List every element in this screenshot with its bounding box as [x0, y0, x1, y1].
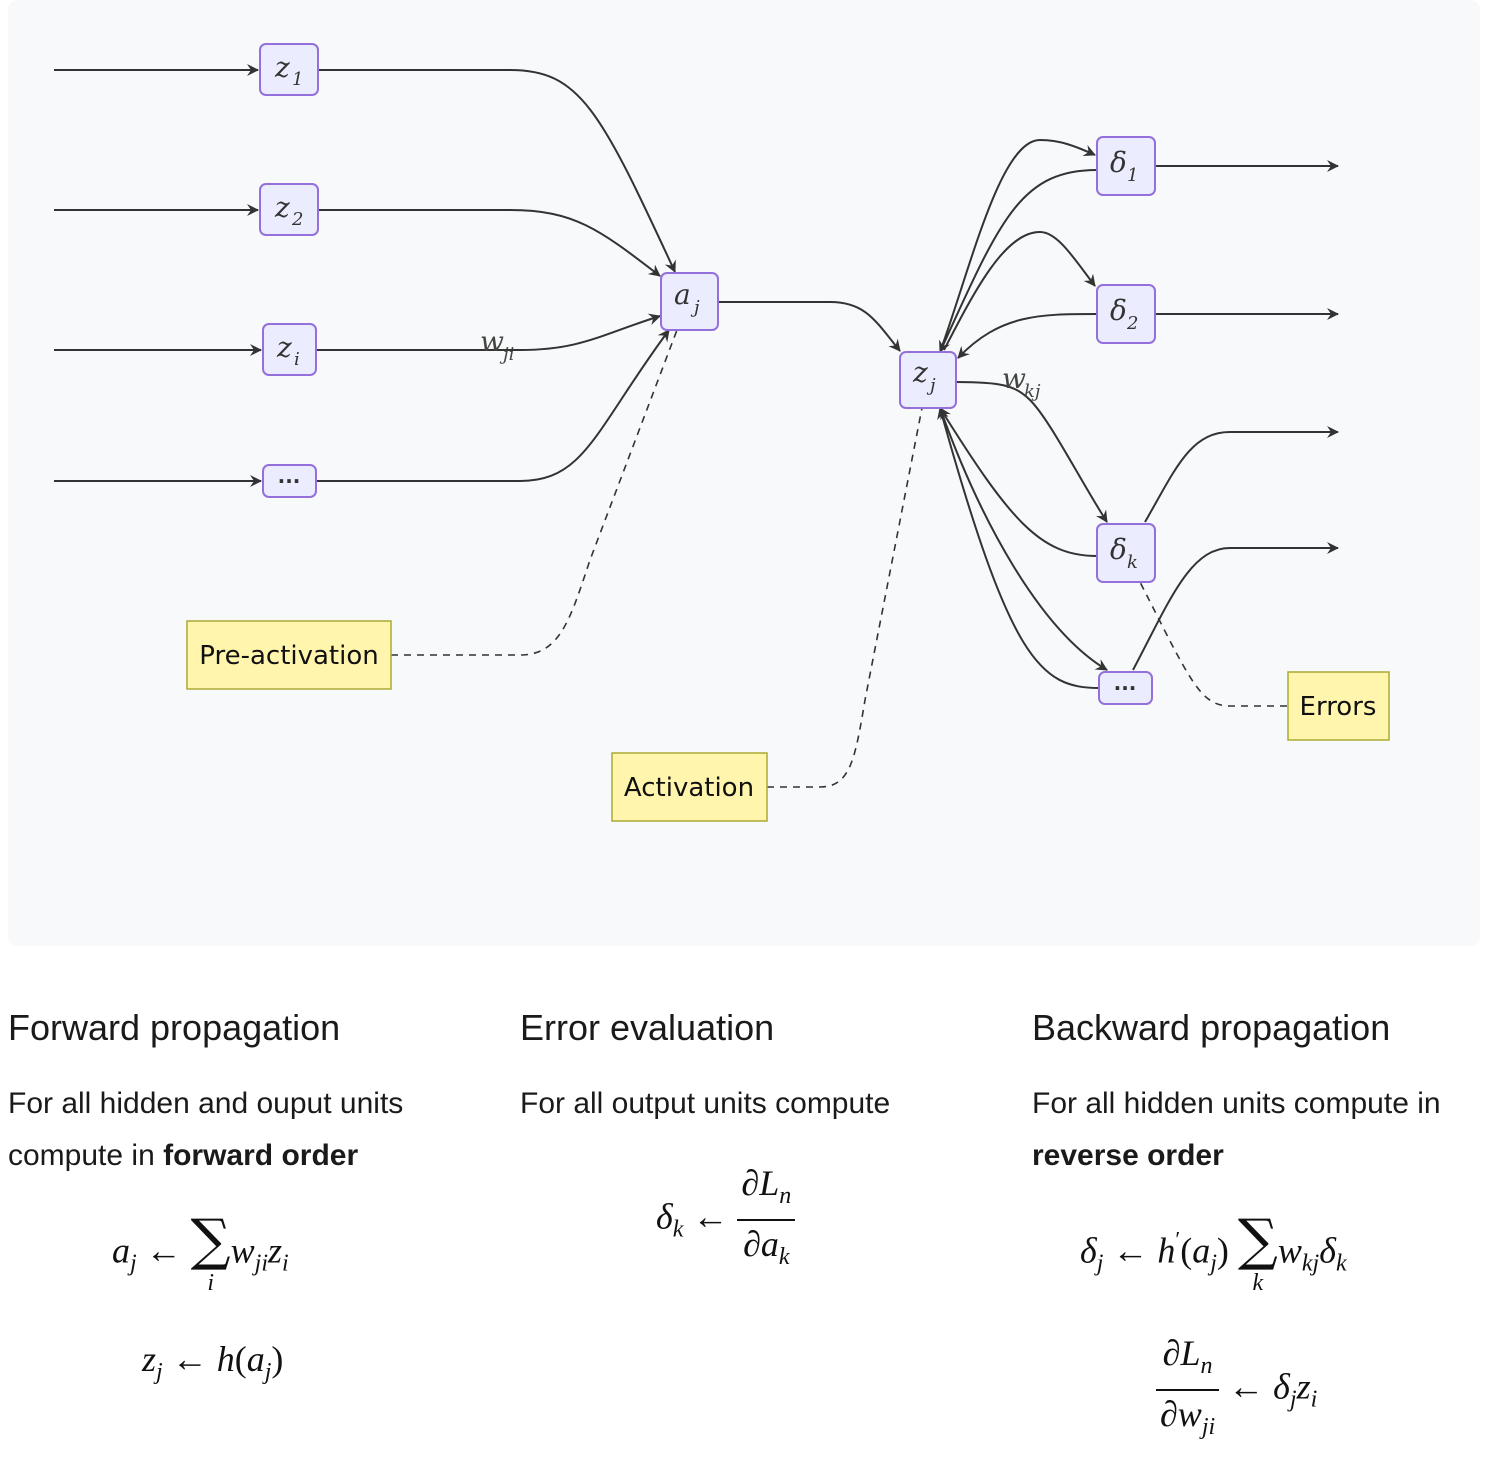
error-heading: Error evaluation [520, 1007, 775, 1048]
forward-description: For all hidden and ouput units compute i… [8, 1087, 404, 1172]
svg-text:1: 1 [292, 69, 303, 90]
svg-text:···: ··· [278, 469, 301, 493]
svg-text:k: k [1127, 552, 1138, 573]
svg-text:z: z [276, 331, 292, 364]
link-activation-zj [767, 407, 923, 788]
svg-text:Errors: Errors [1300, 692, 1377, 722]
forward-order-emphasis: forward order [163, 1139, 359, 1172]
note-pre-activation: Pre-activation [186, 620, 392, 690]
svg-text:2: 2 [291, 209, 303, 230]
backprop-diagram: w ji w kj z 1 z 2 z i ··· a j z j δ 1 [54, 43, 1390, 822]
equation-gradient: ∂Ln∂wji ← δjzi [1156, 1330, 1317, 1450]
edge-zj-d2 [943, 230, 1096, 351]
edge-d2-zj [957, 313, 1098, 359]
forward-propagation-section: Forward propagation For all hidden and o… [8, 1000, 478, 1182]
svg-text:w: w [1002, 362, 1026, 395]
edge-more-aj [316, 329, 670, 482]
edge-label-wji: w ji [480, 325, 514, 365]
node-delta-2: δ 2 [1096, 284, 1156, 344]
svg-text:j: j [926, 375, 936, 396]
reverse-order-emphasis: reverse order [1032, 1139, 1224, 1172]
error-evaluation-section: Error evaluation For all output units co… [520, 1000, 990, 1130]
edge-z1-aj [318, 69, 676, 273]
node-output-more: ··· [1098, 671, 1153, 705]
edge-outmore-zj [937, 407, 1100, 689]
forward-heading: Forward propagation [8, 1007, 341, 1048]
edge-label-wkj: w kj [1002, 362, 1041, 402]
svg-text:Activation: Activation [624, 773, 754, 803]
node-delta-k: δ k [1096, 523, 1156, 583]
link-preactivation-aj [391, 329, 678, 656]
node-aj: a j [660, 272, 719, 331]
svg-text:δ: δ [1110, 533, 1127, 566]
backward-propagation-section: Backward propagation For all hidden unit… [1032, 1000, 1502, 1182]
link-errors-dk [1139, 581, 1287, 707]
note-errors: Errors [1287, 671, 1390, 741]
node-z1: z 1 [259, 43, 319, 96]
edge-zj-dk [955, 381, 1108, 523]
svg-text:j: j [690, 297, 700, 318]
error-description: For all output units compute [520, 1087, 891, 1120]
node-zi: z i [262, 323, 317, 376]
node-zj: z j [899, 351, 957, 409]
svg-text:kj: kj [1024, 381, 1041, 402]
note-activation: Activation [611, 752, 768, 822]
edge-zj-d1 [939, 138, 1096, 353]
backward-heading: Backward propagation [1032, 1007, 1391, 1048]
edge-outmore-out [1132, 542, 1339, 671]
edge-dk-zj [939, 407, 1098, 557]
svg-text:Pre-activation: Pre-activation [199, 641, 379, 671]
equation-zj-h: zj ← h(aj) [142, 1339, 284, 1385]
svg-text:a: a [674, 278, 691, 311]
equation-delta-k: δk ← ∂Ln∂ak [656, 1160, 796, 1280]
node-delta-1: δ 1 [1096, 136, 1156, 196]
node-z2: z 2 [259, 183, 319, 236]
svg-text:z: z [912, 356, 928, 389]
svg-text:z: z [274, 51, 290, 84]
node-input-more: ··· [262, 464, 317, 498]
svg-text:δ: δ [1110, 294, 1127, 327]
svg-text:w: w [480, 325, 504, 358]
svg-text:δ: δ [1110, 146, 1127, 179]
diagram-panel: w ji w kj z 1 z 2 z i ··· a j z j δ 1 [8, 0, 1480, 946]
backward-description: For all hidden units compute in reverse … [1032, 1087, 1441, 1172]
edge-d1-zj [939, 169, 1098, 353]
svg-text:i: i [294, 349, 300, 370]
svg-text:2: 2 [1126, 313, 1138, 334]
edge-aj-zj [718, 301, 901, 352]
svg-text:ji: ji [499, 344, 514, 365]
svg-text:···: ··· [1114, 676, 1137, 700]
edge-dk-out [1144, 426, 1339, 523]
svg-text:1: 1 [1127, 165, 1138, 186]
svg-text:z: z [274, 191, 290, 224]
edge-zi-aj [316, 313, 661, 351]
edge-zj-outmore [939, 407, 1108, 671]
edge-z2-aj [318, 209, 661, 277]
